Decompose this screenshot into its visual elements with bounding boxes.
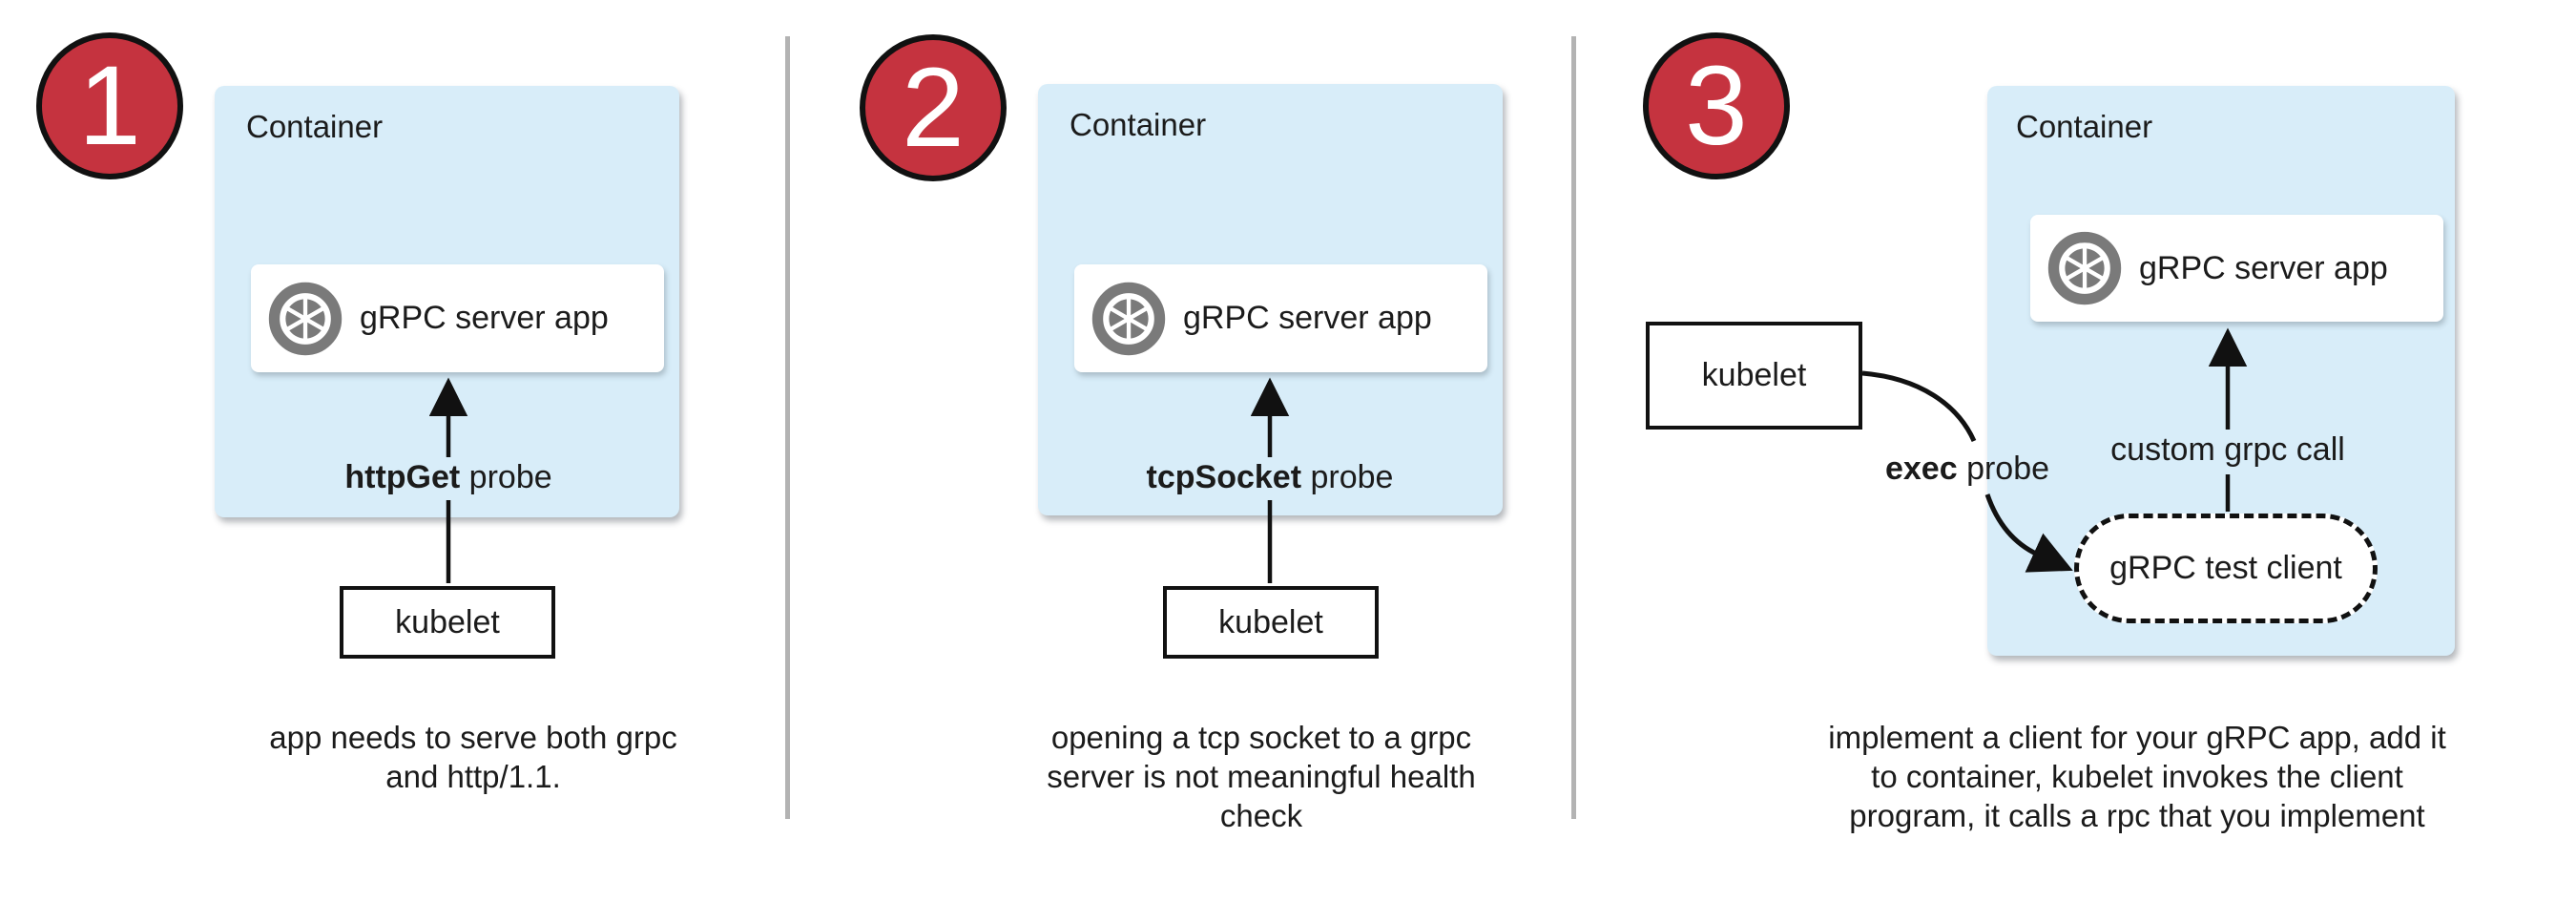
grpc-server-app-label: gRPC server app [360, 300, 609, 336]
grpc-server-app-box-1: gRPC server app [251, 264, 664, 372]
step-number: 2 [902, 45, 965, 171]
kubelet-box-1: kubelet [340, 586, 555, 659]
grpc-test-client-pill: gRPC test client [2074, 514, 2378, 623]
step-2-badge: 2 [860, 34, 1007, 181]
container-label-1: Container [246, 109, 384, 144]
grpc-server-app-box-2: gRPC server app [1074, 264, 1487, 372]
grpc-test-client-label: gRPC test client [2109, 550, 2342, 586]
aperture-icon [1091, 282, 1166, 355]
kubelet-label: kubelet [1701, 357, 1807, 393]
grpc-server-app-box-3: gRPC server app [2030, 215, 2443, 322]
container-label-3: Container [2016, 109, 2153, 144]
kubelet-box-3: kubelet [1646, 322, 1862, 430]
caption-2: opening a tcp socket to a grpc server is… [1047, 720, 1476, 833]
step-number: 1 [78, 43, 141, 169]
caption-3: implement a client for your gRPC app, ad… [1828, 720, 2446, 833]
grpc-server-app-label: gRPC server app [1183, 300, 1432, 336]
step-number: 3 [1685, 43, 1748, 169]
step-3-badge: 3 [1643, 32, 1790, 179]
exec-probe-label: exec probe [1884, 451, 2050, 487]
kubelet-box-2: kubelet [1163, 586, 1379, 659]
aperture-icon [2047, 231, 2122, 305]
grpc-server-app-label: gRPC server app [2139, 249, 2388, 286]
aperture-icon [268, 282, 343, 355]
kubelet-label: kubelet [1218, 603, 1323, 640]
custom-grpc-call-label: custom grpc call [2110, 431, 2345, 468]
container-label-2: Container [1070, 107, 1207, 142]
caption-1: app needs to serve both grpc and http/1.… [269, 720, 677, 794]
step-1-badge: 1 [36, 32, 183, 179]
httpget-probe-label: httpGet probe [344, 459, 552, 495]
tcpsocket-probe-label: tcpSocket probe [1146, 459, 1394, 495]
divider-1 [785, 36, 790, 819]
exec-probe-arrow [1861, 370, 2073, 573]
kubelet-label: kubelet [395, 603, 500, 640]
divider-2 [1571, 36, 1576, 819]
